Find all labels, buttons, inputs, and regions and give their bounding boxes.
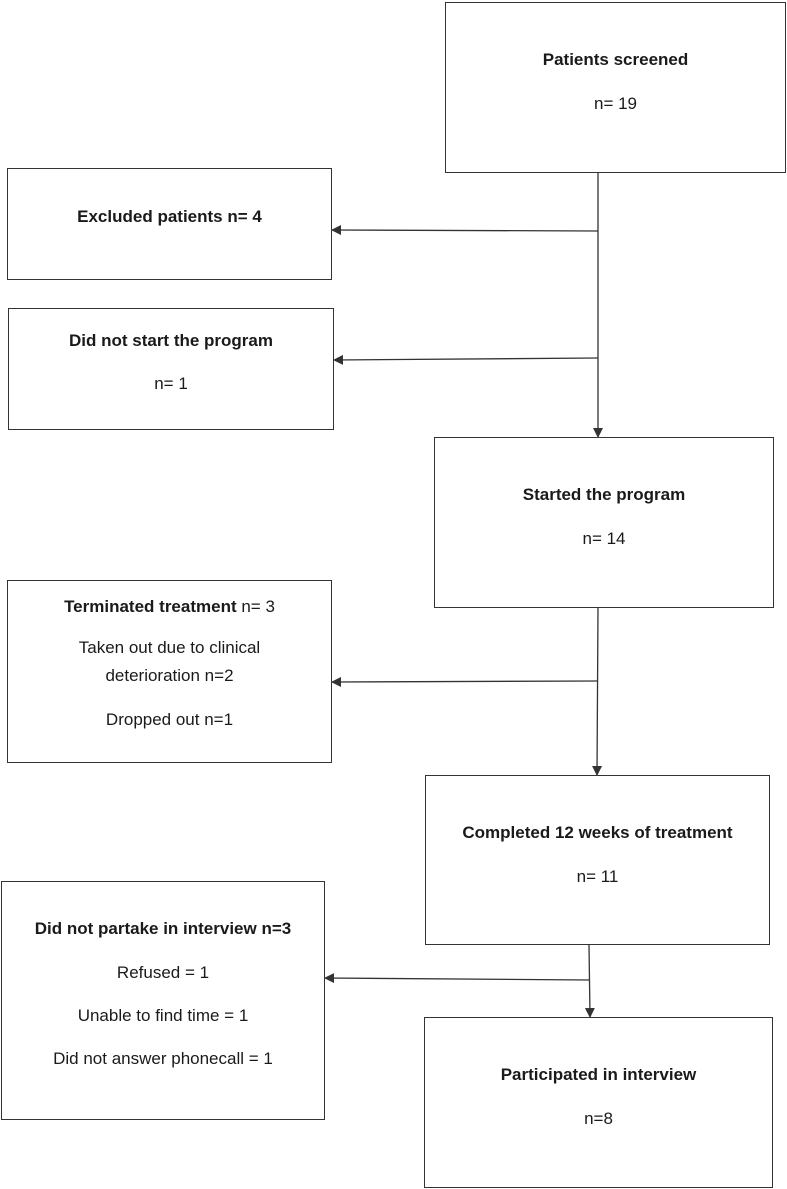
- no-interview-line2: Unable to find time = 1: [77, 1006, 249, 1025]
- box-patients-screened: Patients screened n= 19: [445, 2, 786, 173]
- box-did-not-start: Did not start the program n= 1: [8, 308, 334, 430]
- box-excluded-patients: Excluded patients n= 4: [7, 168, 332, 280]
- not-started-count: n= 1: [154, 374, 188, 393]
- terminated-title: Terminated treatment: [64, 597, 237, 616]
- terminated-line1a: Taken out due to clinical: [78, 638, 261, 657]
- started-title: Started the program: [522, 485, 686, 504]
- box-participated-interview: Participated in interview n=8: [424, 1017, 773, 1188]
- arrow-to-no-interview: [324, 973, 591, 984]
- box-did-not-partake-interview: Did not partake in interview n=3 Refused…: [1, 881, 325, 1120]
- arrow-to-not-started: [333, 354, 599, 365]
- no-interview-line3: Did not answer phonecall = 1: [53, 1049, 273, 1068]
- box-completed-treatment: Completed 12 weeks of treatment n= 11: [425, 775, 770, 945]
- terminated-heading: Terminated treatment n= 3: [8, 596, 331, 617]
- screened-title: Patients screened: [542, 50, 689, 69]
- box-started-program: Started the program n= 14: [434, 437, 774, 608]
- no-interview-title: Did not partake in interview n=3: [34, 919, 292, 938]
- arrow-to-excluded: [331, 225, 599, 236]
- no-interview-line1: Refused = 1: [116, 963, 210, 982]
- terminated-count: n= 3: [236, 597, 275, 616]
- started-count: n= 14: [582, 529, 626, 548]
- terminated-line1b: deterioration n=2: [105, 666, 234, 685]
- completed-count: n= 11: [576, 867, 619, 886]
- excluded-title: Excluded patients n= 4: [77, 207, 262, 226]
- completed-title: Completed 12 weeks of treatment: [462, 823, 733, 842]
- not-started-title: Did not start the program: [68, 331, 273, 350]
- arrow-to-terminated: [331, 676, 598, 687]
- participated-count: n=8: [584, 1109, 613, 1128]
- screened-count: n= 19: [593, 94, 637, 113]
- terminated-line2: Dropped out n=1: [105, 710, 234, 729]
- arrow-completed-to-participated: [584, 944, 595, 1018]
- box-terminated-treatment: Terminated treatment n= 3 Taken out due …: [7, 580, 332, 763]
- participated-title: Participated in interview: [500, 1065, 697, 1084]
- arrow-started-to-completed: [592, 607, 603, 776]
